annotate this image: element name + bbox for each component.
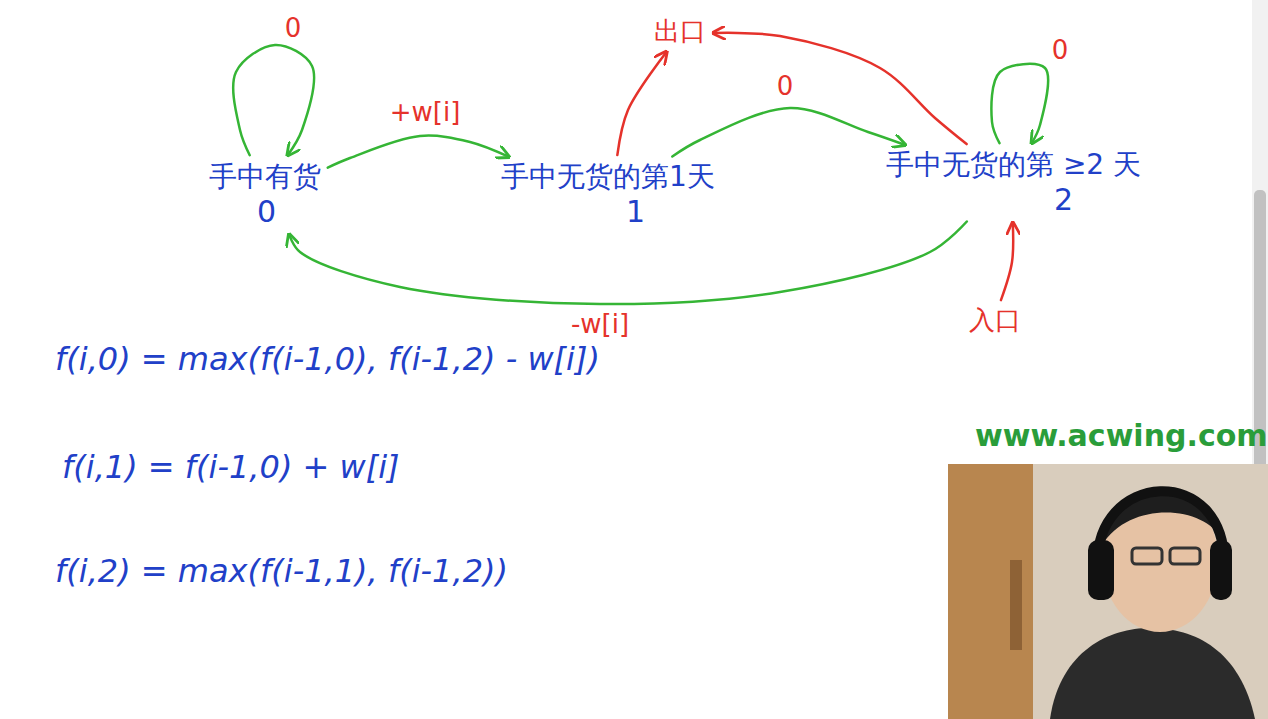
webcam-headphone-cup: [1088, 540, 1114, 600]
exit-entry-arrow: [713, 33, 967, 144]
state-text: 手中无货的第1天: [501, 160, 715, 194]
formula: f(i,1) = f(i-1,0) + w[i]: [62, 448, 400, 486]
state-number: 2: [1054, 182, 1141, 218]
edge-label: 0: [1049, 35, 1072, 65]
webcam-glasses: [1170, 548, 1200, 564]
transition-arrow: [233, 45, 314, 155]
state-number: 0: [257, 194, 321, 230]
transition-arrow: [289, 222, 967, 305]
formula: f(i,2) = max(f(i-1,1), f(i-1,2)): [55, 552, 508, 590]
webcam-door: [948, 464, 1033, 719]
webcam-wall: [948, 464, 1268, 719]
edge-label: +w[i]: [387, 97, 464, 127]
label-holder: f(i,0) = max(f(i-1,0), f(i-1,2) - w[i]): [55, 340, 600, 378]
label-holder: f(i,2) = max(f(i-1,1), f(i-1,2)): [55, 552, 508, 590]
label-holder: www.acwing.com: [975, 418, 1268, 453]
transition-arrow: [328, 136, 509, 168]
state-text: 手中有货: [209, 160, 321, 194]
edge-label: 0: [774, 71, 797, 101]
webcam-door-edge: [1010, 560, 1022, 650]
exit-entry-arrow: [617, 52, 666, 155]
edge-label: -w[i]: [568, 309, 632, 339]
transition-arrow: [991, 64, 1048, 143]
edge-label-holder: -w[i]: [568, 309, 632, 339]
webcam-headphone-cup: [1210, 540, 1232, 600]
terminal-node: 入口: [965, 303, 1025, 338]
webcam-shirt: [1050, 628, 1255, 719]
exit-entry-arrow: [1001, 223, 1013, 301]
edge-label-holder: 0: [282, 13, 305, 43]
webcam-hair: [1102, 492, 1222, 545]
state-text: 出口: [654, 16, 706, 47]
terminal-node: 出口: [650, 14, 710, 49]
state-node: 手中有货0: [205, 158, 325, 232]
state-node: 手中无货的第1天1: [497, 158, 719, 232]
webcam-picture: [948, 464, 1268, 719]
webcam-headphone-band: [1098, 491, 1225, 570]
state-text: 手中无货的第 ≥2 天: [886, 148, 1141, 182]
state-number: 1: [626, 194, 715, 230]
transition-arrow: [672, 108, 905, 156]
webcam-glasses: [1132, 548, 1162, 564]
state-node: 手中无货的第 ≥2 天2: [882, 146, 1145, 220]
watermark: www.acwing.com: [975, 418, 1268, 453]
edge-label-holder: 0: [1049, 35, 1072, 65]
edge-label-holder: 0: [774, 71, 797, 101]
label-holder: f(i,1) = f(i-1,0) + w[i]: [62, 448, 400, 486]
state-text: 入口: [969, 305, 1021, 336]
edge-label: 0: [282, 13, 305, 43]
formula: f(i,0) = max(f(i-1,0), f(i-1,2) - w[i]): [55, 340, 600, 378]
edge-label-holder: +w[i]: [387, 97, 464, 127]
